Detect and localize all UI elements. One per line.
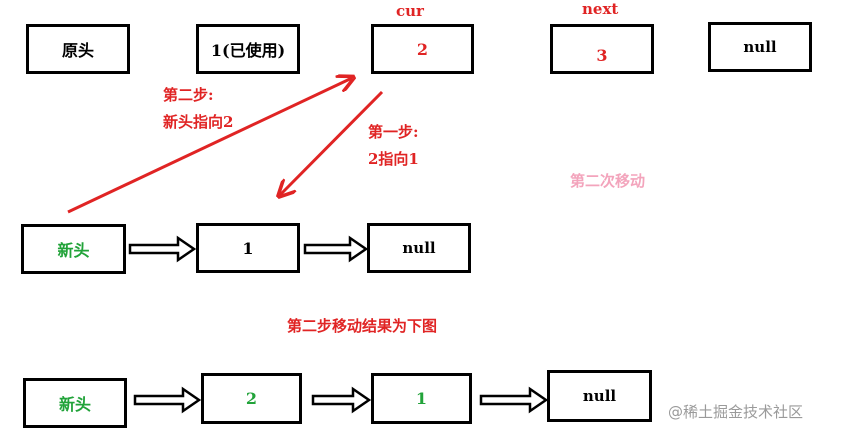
arrow-2-to-1 <box>280 90 384 195</box>
cur-pointer-label: cur <box>396 2 424 20</box>
node-label: 新头 <box>58 395 91 414</box>
node-label: null <box>402 239 436 257</box>
node-1: 1 <box>196 223 300 273</box>
node-label: 2 <box>245 389 258 408</box>
result-caption: 第二步移动结果为下图 <box>287 317 438 335</box>
node-null: null <box>708 22 812 72</box>
step1-title: 第一步: <box>368 123 419 141</box>
hollow-arrow <box>311 386 372 414</box>
node-original-head: 原头 <box>26 24 130 74</box>
node-label: 2 <box>416 39 429 59</box>
arrow-newhead-to-2 <box>67 78 352 214</box>
node-label: null <box>582 387 617 405</box>
node-label: null <box>743 38 777 56</box>
hollow-arrow <box>128 235 197 263</box>
hollow-arrow <box>303 235 369 263</box>
node-label: 新头 <box>57 241 90 260</box>
node-label: 原头 <box>61 41 94 60</box>
step2-title: 第二步: <box>163 86 214 104</box>
node-1: 1 <box>371 373 472 424</box>
node-null: null <box>367 223 471 273</box>
step1-desc: 2指向1 <box>368 150 419 168</box>
node-1-used: 1(已使用) <box>196 24 300 74</box>
node-new-head: 新头 <box>21 224 126 274</box>
node-2-cur: 2 <box>371 24 474 74</box>
hollow-arrow <box>479 386 549 414</box>
node-label: 1 <box>242 238 254 258</box>
step2-desc: 新头指向2 <box>163 113 234 131</box>
node-2: 2 <box>201 373 302 424</box>
node-new-head: 新头 <box>23 378 127 428</box>
node-3-next: 3 <box>550 24 654 74</box>
node-label: 3 <box>596 45 608 65</box>
node-label: 1(已使用) <box>210 41 286 60</box>
next-pointer-label: next <box>582 0 619 18</box>
second-move-label: 第二次移动 <box>570 172 646 190</box>
hollow-arrow <box>133 386 202 414</box>
node-null: null <box>547 370 652 422</box>
node-label: 1 <box>415 389 428 408</box>
watermark: @稀土掘金技术社区 <box>668 403 804 421</box>
